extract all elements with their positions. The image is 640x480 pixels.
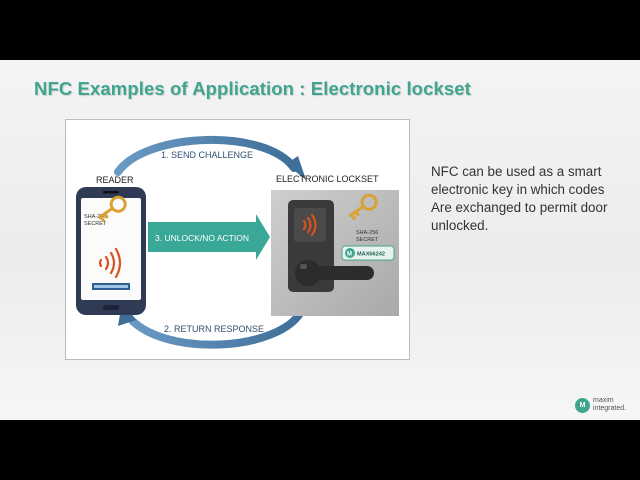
lockset-diagram: 1. SEND CHALLENGE 2. RETURN RESPONSE REA… (65, 119, 410, 360)
body-text: NFC can be used as a smart electronic ke… (431, 164, 608, 233)
chip-badge (341, 245, 395, 261)
reader-label: READER (96, 175, 134, 185)
phone-nfc-icon (98, 247, 122, 279)
phone-speaker (103, 191, 119, 194)
send-challenge-arrow (114, 135, 298, 176)
step2-label: 2. RETURN RESPONSE (164, 324, 264, 334)
lock-key-label-1: SHA-256 (356, 230, 378, 236)
unlock-arrow (148, 214, 270, 260)
maxim-logo-text: maxim integrated. (593, 397, 627, 412)
slide-title: NFC Examples of Application : Electronic… (34, 78, 471, 99)
phone-key-label-1: SHA-256 (84, 214, 106, 220)
maxim-logo-icon: M (575, 398, 590, 413)
phone-key-icon (97, 195, 127, 223)
return-response-arrow (124, 306, 306, 349)
lock-key-icon (348, 193, 378, 221)
lockset-label: ELECTRONIC LOCKSET (276, 174, 379, 184)
step1-label: 1. SEND CHALLENGE (161, 150, 253, 160)
phone-screen (81, 198, 141, 300)
lock-handle-lever (308, 266, 374, 280)
send-challenge-arrowhead (286, 156, 306, 180)
step3-label: 3. UNLOCK/NO ACTION (155, 233, 249, 243)
slide: NFC Examples of Application : Electronic… (0, 60, 640, 420)
svg-text:M: M (347, 252, 352, 258)
lock-key-label-2: SECRET (356, 237, 379, 243)
phone-key-label-2: SECRET (84, 221, 107, 227)
lock-nfc-icon (302, 213, 317, 237)
phone-home-button (103, 305, 119, 310)
maxim-logo: M maxim integrated. (575, 395, 637, 417)
chip-label: MAX66242 (357, 252, 385, 258)
diagram-graphic: 1. SEND CHALLENGE 2. RETURN RESPONSE REA… (76, 135, 399, 349)
